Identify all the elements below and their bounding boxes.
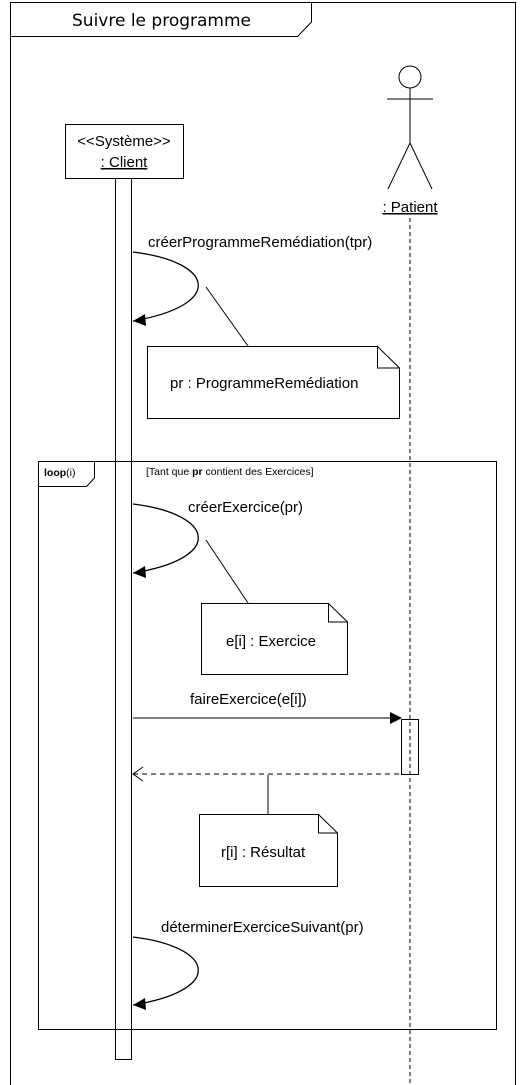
patient-activation-bar xyxy=(401,719,419,775)
note-anchor xyxy=(205,539,249,604)
note-text: pr : ProgrammeRemédiation xyxy=(170,375,358,392)
arrowhead-icon xyxy=(133,314,146,326)
loop-fragment xyxy=(38,461,497,1030)
note-text: r[i] : Résultat xyxy=(221,844,306,861)
note-box xyxy=(199,814,338,887)
note-box xyxy=(201,603,348,675)
loop-operator-tab xyxy=(38,461,95,487)
frame-title: Suivre le programme xyxy=(72,11,251,31)
arrowhead-icon xyxy=(133,998,146,1010)
arrowhead-icon xyxy=(390,712,402,724)
self-message-arrow xyxy=(132,936,199,1006)
patient-lifeline-name: : Patient xyxy=(382,199,438,216)
message-label: créerExercice(pr) xyxy=(188,499,303,516)
message-label: créerProgrammeRemédiation(tpr) xyxy=(148,234,372,251)
note-text: e[i] : Exercice xyxy=(226,633,316,650)
note-box xyxy=(147,346,400,419)
patient-actor-icon xyxy=(387,65,433,190)
note-anchor xyxy=(205,286,249,347)
return-arrowhead-icon xyxy=(132,766,144,782)
diagram-frame xyxy=(10,2,516,1085)
client-activation-bar xyxy=(115,178,132,1060)
frame-title-tab xyxy=(10,2,312,37)
message-label: faireExercice(e[i]) xyxy=(190,691,307,708)
client-stereotype: <<Système>> xyxy=(77,133,171,150)
client-lifeline-name: : Client xyxy=(101,154,149,171)
arrowhead-icon xyxy=(133,566,146,578)
self-message-arrow xyxy=(132,251,199,322)
loop-guard: [Tant que pr contient des Exercices] xyxy=(146,466,314,478)
self-message-arrow xyxy=(132,503,199,574)
message-label: déterminerExerciceSuivant(pr) xyxy=(161,919,364,936)
loop-operator: loop(i) xyxy=(44,467,76,479)
